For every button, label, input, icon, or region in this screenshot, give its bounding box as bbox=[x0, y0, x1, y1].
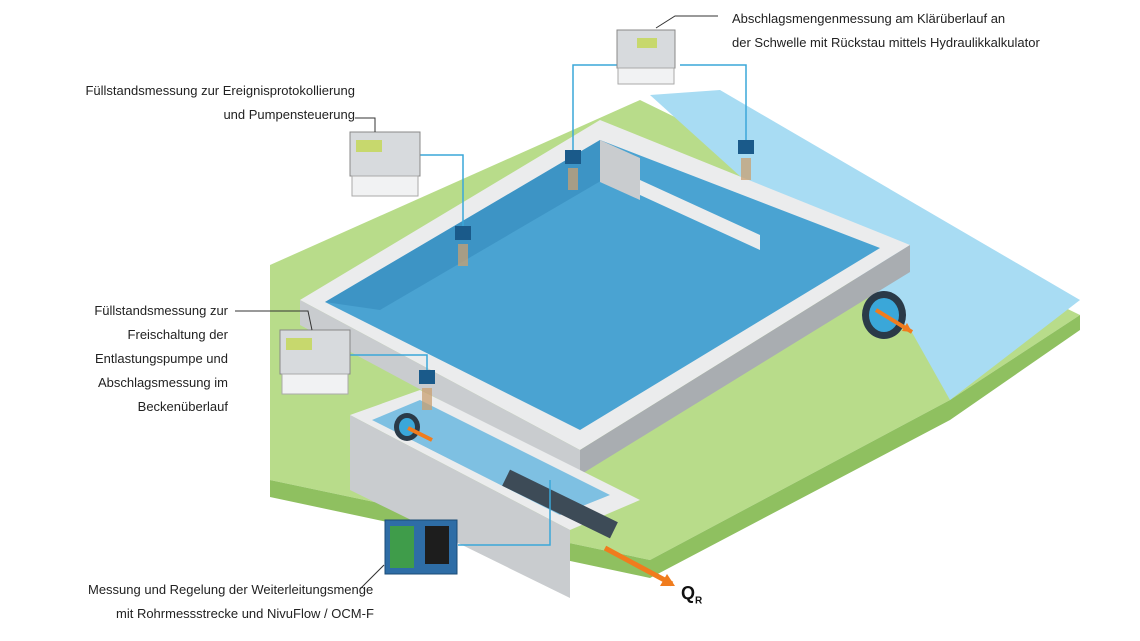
cable bbox=[572, 64, 618, 150]
left-inlet-pipe-inner bbox=[399, 418, 415, 436]
leader-line bbox=[235, 310, 313, 331]
stream-right bbox=[880, 260, 1080, 400]
leader-line bbox=[655, 15, 718, 29]
label-line: der Schwelle mit Rückstau mittels Hydrau… bbox=[732, 35, 1040, 50]
water-shadow bbox=[325, 140, 640, 310]
right-outlet-arrowhead bbox=[902, 323, 912, 332]
sensor-icon bbox=[419, 370, 435, 410]
flow-symbol: Q bbox=[681, 583, 696, 603]
transmitter-left bbox=[349, 131, 421, 197]
left-inlet-arrow bbox=[407, 426, 433, 442]
water-basin bbox=[325, 140, 880, 430]
label-line: Freischaltung der bbox=[127, 327, 228, 342]
cable bbox=[350, 354, 428, 370]
leader-line bbox=[359, 564, 385, 590]
label-line: Beckenüberlauf bbox=[137, 399, 228, 414]
label-abschlag-klaer: Abschlagsmengenmessung am Klärüberlauf a… bbox=[732, 7, 1040, 55]
label-line: Entlastungspumpe und bbox=[95, 351, 228, 366]
sensor-icon bbox=[738, 140, 754, 180]
cable bbox=[420, 154, 464, 226]
channel-front bbox=[350, 415, 570, 598]
label-ereignis: Füllstandsmessung zur Ereignisprotokolli… bbox=[39, 79, 355, 127]
transmitter-mid bbox=[279, 329, 351, 395]
transmitter-top bbox=[616, 29, 676, 85]
label-line: und Pumpensteuerung bbox=[223, 107, 355, 122]
cable bbox=[680, 64, 747, 140]
label-freischaltung: Füllstandsmessung zur Freischaltung der … bbox=[40, 299, 228, 419]
cable bbox=[458, 480, 551, 546]
label-line: Abschlagsmengenmessung am Klärüberlauf a… bbox=[732, 11, 1006, 26]
label-line: mit Rohrmessstrecke und NivuFlow / OCM-F bbox=[116, 606, 374, 621]
flow-q-label: QR bbox=[681, 583, 702, 607]
outflow-arrowhead bbox=[660, 574, 675, 586]
tank-wall-front bbox=[300, 300, 580, 475]
label-line: Füllstandsmessung zur Ereignisprotokolli… bbox=[85, 83, 355, 98]
label-line: Füllstandsmessung zur bbox=[94, 303, 228, 318]
tank-wall-right bbox=[580, 245, 910, 475]
flow-subscript: R bbox=[695, 595, 703, 607]
sensor-icon bbox=[455, 226, 471, 266]
label-line: Abschlagsmessung im bbox=[97, 375, 228, 390]
label-line: Messung und Regelung der Weiterleitungsm… bbox=[88, 582, 374, 597]
leader-line bbox=[355, 117, 376, 132]
outflow-arrow bbox=[603, 545, 674, 587]
sensor-icon bbox=[565, 150, 581, 190]
partition-wall bbox=[600, 140, 640, 200]
threshold bbox=[640, 180, 760, 250]
label-weiterleitung: Messung und Regelung der Weiterleitungsm… bbox=[88, 578, 374, 626]
nivuflow-cabinet bbox=[384, 519, 458, 575]
pipe-section bbox=[502, 469, 618, 539]
